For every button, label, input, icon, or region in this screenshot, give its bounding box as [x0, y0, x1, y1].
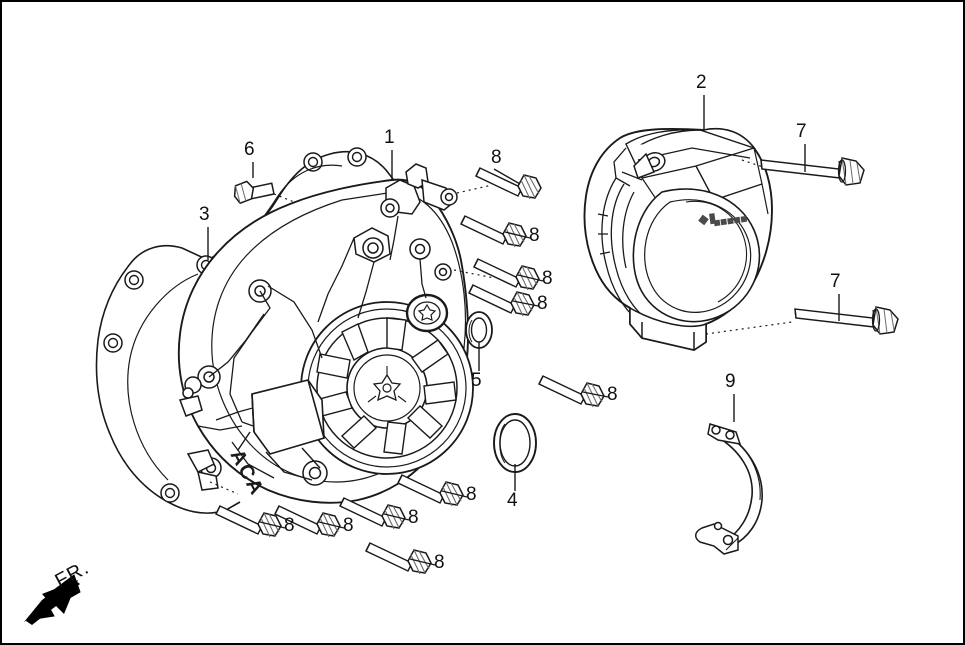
callout-8-g: 8	[408, 507, 419, 528]
callout-5: 5	[471, 370, 482, 391]
part-7-long-bolt-upper	[760, 157, 865, 186]
leader-c8h	[318, 521, 345, 529]
leader-c8b	[504, 231, 531, 239]
leader-c8g	[383, 513, 410, 521]
part-7-long-bolt-lower	[794, 306, 899, 335]
svg-text:■■■■■: ■■■■■	[712, 211, 748, 230]
leader-c8i	[259, 521, 286, 529]
callout-8-b: 8	[529, 225, 540, 246]
callout-8-i: 8	[284, 515, 295, 536]
callout-8-e: 8	[607, 384, 618, 405]
part-4-o-ring-large	[493, 413, 537, 473]
callout-leaders	[207, 95, 840, 566]
leader-c8f	[441, 490, 468, 498]
part-2-magneto-cover: ◆▮ ■■■■■	[583, 127, 773, 352]
callout-7-lower: 7	[830, 271, 841, 292]
part-9-curved-bracket	[695, 423, 763, 555]
part-5-o-ring-small	[465, 311, 493, 349]
callout-8-h: 8	[343, 515, 354, 536]
leader-c8j	[409, 558, 436, 566]
cover-circular-recess	[300, 301, 474, 475]
part-6-short-bolt	[233, 180, 275, 205]
leader-c8a	[493, 168, 521, 185]
assembly-leaders	[209, 184, 495, 495]
callout-8-d: 8	[537, 293, 548, 314]
leader-c8d	[512, 300, 539, 307]
callout-9: 9	[725, 371, 736, 392]
callout-8-j: 8	[434, 552, 445, 573]
leader-c8e	[582, 391, 609, 398]
callout-8-c: 8	[542, 268, 553, 289]
callout-1: 1	[384, 127, 395, 148]
assembly-leaders-7	[705, 159, 793, 335]
leader-c8c	[517, 274, 544, 282]
callout-3: 3	[199, 204, 210, 225]
magneto-cover-logo: ◆▮ ■■■■■	[696, 210, 748, 230]
callout-4: 4	[507, 490, 518, 511]
part-1-left-crankcase-cover: ACA	[177, 163, 474, 504]
callout-2: 2	[696, 72, 707, 93]
callout-8-a: 8	[491, 147, 502, 168]
cover-inspection-plug	[405, 293, 449, 333]
front-direction-arrow	[24, 574, 81, 625]
svg-text:◆▮: ◆▮	[696, 210, 717, 228]
callout-8-f: 8	[466, 484, 477, 505]
magneto-cover-disc	[632, 188, 761, 323]
callout-7-upper: 7	[796, 121, 807, 142]
callout-6: 6	[244, 139, 255, 160]
